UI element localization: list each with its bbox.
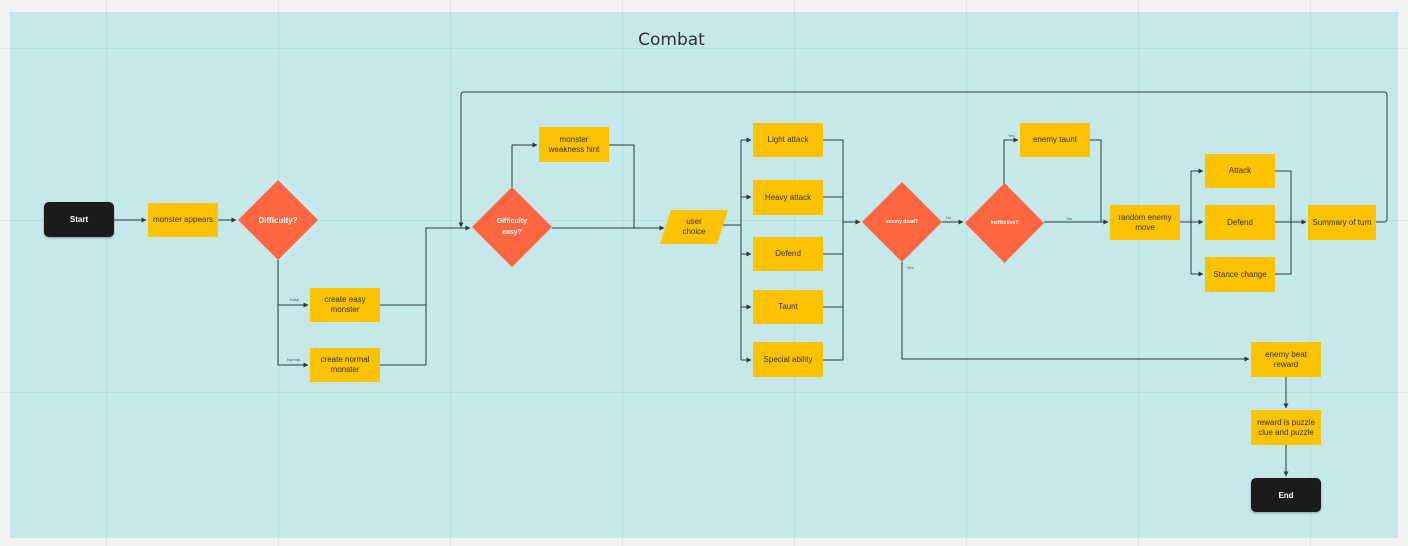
enemy-taunt-box[interactable]: enemy taunt — [1020, 123, 1090, 157]
edge-taunt-random — [1090, 139, 1102, 222]
heavy-attack-box[interactable]: Heavy attack — [753, 180, 823, 215]
edge-normal-join — [380, 225, 471, 366]
monster-appears-box[interactable]: monster appears — [148, 203, 218, 237]
edge-hint-choice — [608, 144, 635, 228]
special-ability-box[interactable]: Special ability — [753, 342, 823, 377]
taunt-box[interactable]: Taunt — [753, 290, 823, 324]
edge-label-enemydead-no: No — [946, 215, 952, 220]
end-terminal[interactable]: End — [1251, 478, 1321, 512]
edge-label-normal: Normal — [287, 357, 300, 362]
combat-frame[interactable] — [10, 12, 1398, 538]
edge-label-ineffective-yes: Yes — [1008, 133, 1015, 138]
frame-title: Combat — [638, 30, 705, 50]
weakness-hint-box[interactable]: monster weakness hint — [539, 127, 609, 162]
edge-difficulty-normal — [277, 305, 309, 368]
edge-enemydead-reward — [901, 262, 1250, 362]
enemy-defend-box[interactable]: Defend — [1205, 205, 1275, 240]
edge-label-easy: Easy — [290, 297, 299, 302]
random-enemy-move-box[interactable]: random enemy move — [1110, 205, 1180, 240]
edge-ineffective-taunt — [1003, 137, 1019, 184]
reward-puzzle-box[interactable]: reward is puzzle clue and puzzle — [1251, 410, 1321, 445]
create-normal-monster-box[interactable]: create normal monster — [310, 348, 380, 382]
enemy-beat-reward-box[interactable]: enemy beat reward — [1251, 342, 1321, 377]
edge-label-enemydead-yes: Yes — [907, 265, 914, 270]
defend-box[interactable]: Defend — [753, 237, 823, 271]
enemy-attack-box[interactable]: Attack — [1205, 154, 1275, 188]
edge-label-ineffective-no: No — [1067, 216, 1073, 221]
edge-diffeasy-hint — [511, 142, 538, 187]
stance-change-box[interactable]: Stance change — [1205, 257, 1275, 292]
edge-loop-back — [458, 91, 1388, 228]
user-choice-input[interactable]: user choice — [660, 210, 728, 244]
edge-easy-join — [380, 228, 427, 306]
edge-actions-spine — [823, 139, 844, 361]
edge-moves-join — [1275, 170, 1292, 275]
start-terminal[interactable]: Start — [44, 202, 114, 237]
light-attack-box[interactable]: Light attack — [753, 123, 823, 157]
create-easy-monster-box[interactable]: create easy monster — [310, 288, 380, 322]
summary-of-turn-box[interactable]: Summary of turn — [1308, 205, 1376, 240]
